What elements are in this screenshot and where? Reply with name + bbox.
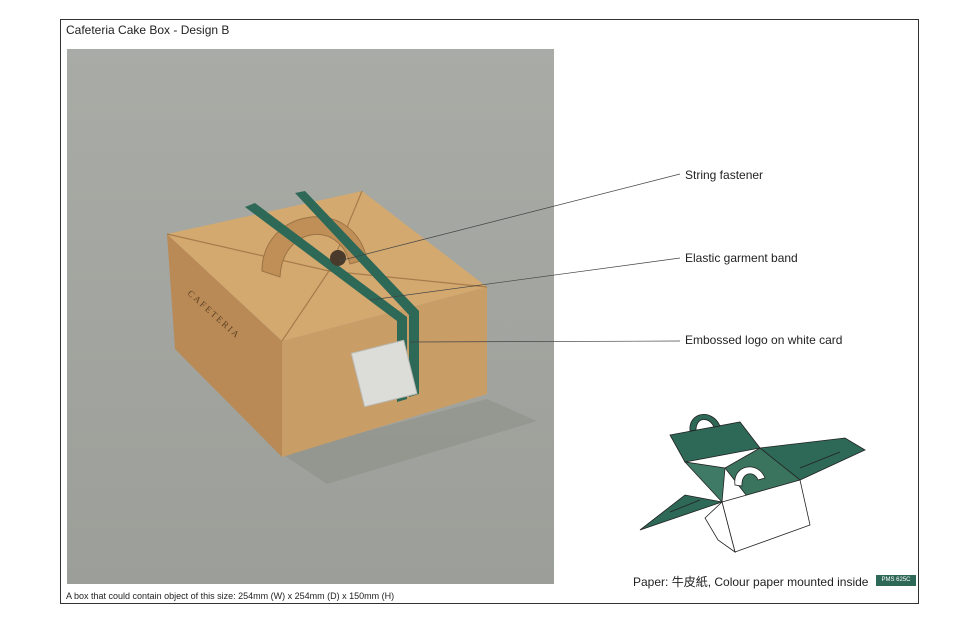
product-photo: CAFETERIA (67, 49, 554, 584)
paper-note: Paper: 牛皮紙, Colour paper mounted inside (633, 575, 869, 589)
page-title: Cafeteria Cake Box - Design B (66, 23, 230, 37)
size-caption: A box that could contain object of this … (66, 591, 395, 601)
callout-embossed-logo: Embossed logo on white card (685, 333, 843, 347)
callout-elastic-band: Elastic garment band (685, 251, 798, 265)
box-line-drawing (639, 414, 866, 553)
pms-badge: PMS 625C (876, 575, 916, 586)
page-frame (60, 19, 919, 604)
callout-string-fastener: String fastener (685, 168, 764, 182)
